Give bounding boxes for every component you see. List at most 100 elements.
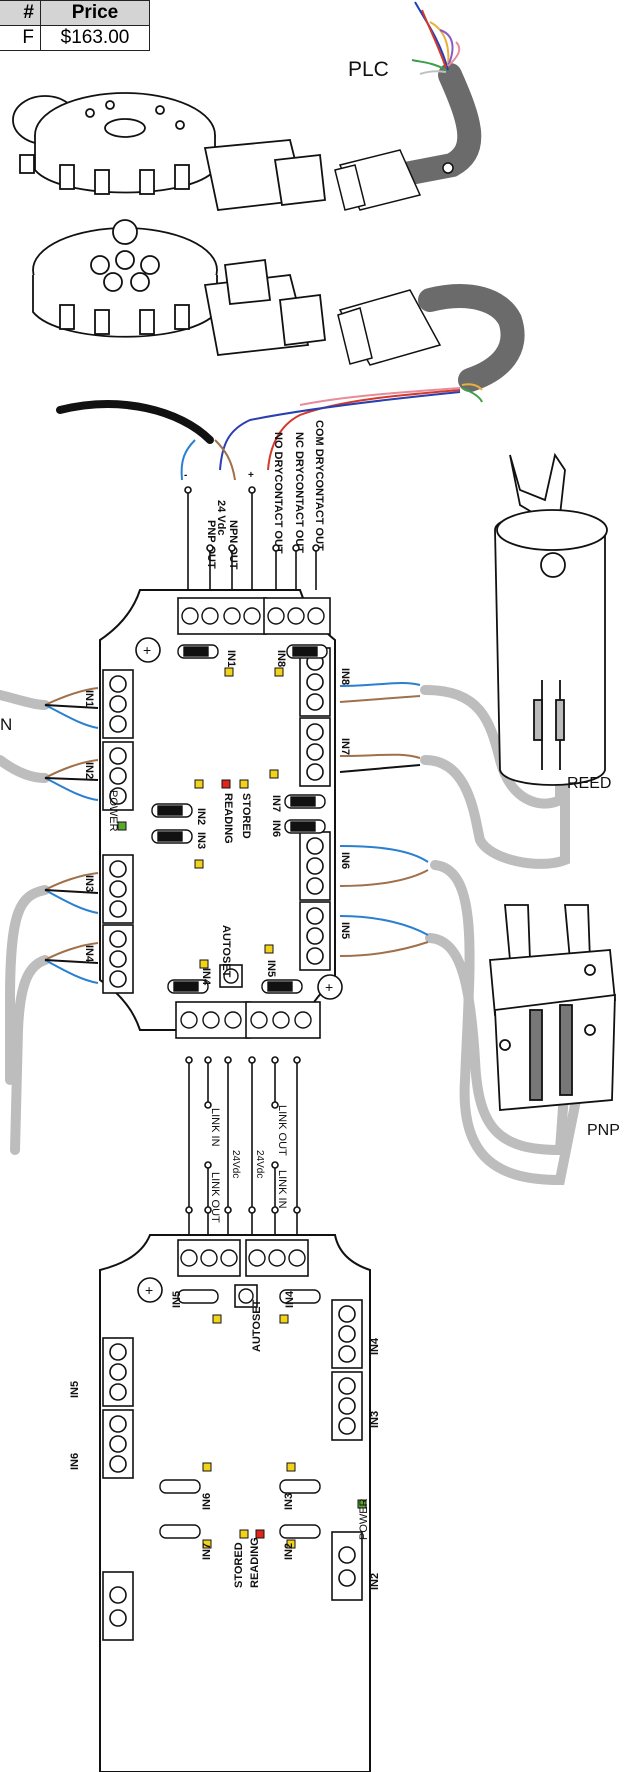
svg-text:IN4: IN4 <box>369 1337 381 1355</box>
reed-gripper <box>494 452 608 786</box>
svg-text:IN1: IN1 <box>83 690 95 707</box>
link-wires <box>185 1056 301 1235</box>
m2-in6-led <box>202 1462 212 1472</box>
svg-text:IN5: IN5 <box>339 922 351 939</box>
m1-stored-label: STORED <box>240 793 252 839</box>
m1-in3-led <box>194 859 204 869</box>
wire-plus-mark: + <box>248 470 254 481</box>
pnp-gripper <box>489 904 616 1111</box>
svg-text:IN2: IN2 <box>369 1573 381 1590</box>
svg-text:IN7: IN7 <box>201 1543 213 1560</box>
m1-autoset-label: AUTOSET <box>220 925 232 978</box>
m1-in1-label: IN1 <box>225 650 237 667</box>
pnp-label: PNP <box>587 1122 620 1139</box>
m1-power-led <box>117 821 127 831</box>
top-terminal-wires <box>184 486 320 590</box>
svg-text:READING: READING <box>249 1537 261 1588</box>
m1-in8-led <box>274 667 284 677</box>
svg-text:IN4: IN4 <box>83 945 95 963</box>
plc-connector-upper <box>334 149 454 211</box>
m1-in7-label: IN7 <box>270 795 282 812</box>
svg-text:IN7: IN7 <box>339 738 351 755</box>
svg-text:NC DRYCONTACT OUT: NC DRYCONTACT OUT <box>293 432 305 553</box>
m1-reading-label: READING <box>222 793 234 844</box>
svg-text:NO DRYCONTACT OUT: NO DRYCONTACT OUT <box>272 432 284 554</box>
link-out-label-lower: LINK OUT <box>209 1172 221 1223</box>
link-in-label-lower: LINK IN <box>276 1170 288 1209</box>
gripper-head-lower <box>32 219 326 356</box>
svg-text:POWER: POWER <box>358 1498 370 1540</box>
m2-autoset-knob[interactable] <box>238 1288 254 1304</box>
link-vdc-right: 24Vdc <box>254 1150 265 1178</box>
plc-wire-fan <box>411 1 461 75</box>
plc-label: PLC <box>348 58 389 81</box>
svg-text:AUTOSET: AUTOSET <box>251 1299 263 1352</box>
module-2: + IN5 IN4 AUTOSET IN6 IN7 STORED READING… <box>69 1234 381 1772</box>
m1-mount-hole-bottom <box>317 974 343 1000</box>
table-header-hash: # <box>0 0 41 26</box>
m1-autoset-knob[interactable] <box>223 968 239 984</box>
svg-text:COM DRYCONTACT OUT: COM DRYCONTACT OUT <box>313 420 325 551</box>
price-table: # Price F $163.00 <box>0 0 150 51</box>
m1-in2-label: IN2 <box>195 808 207 825</box>
module-1: + + IN1 IN8 IN2 IN3 REA <box>83 589 351 1039</box>
left-sensor-wires <box>44 687 99 984</box>
svg-text:+: + <box>325 979 333 995</box>
m1-in5-label: IN5 <box>265 960 277 977</box>
wire-minus-mark: - <box>184 470 187 481</box>
svg-text:24 Vdc: 24 Vdc <box>215 500 227 535</box>
link-out-label: LINK OUT <box>276 1105 288 1156</box>
table-cell-price: $163.00 <box>40 25 150 51</box>
m2-in3-led <box>286 1462 296 1472</box>
m2-reading-led <box>255 1529 265 1539</box>
m2-stored-led <box>239 1529 249 1539</box>
svg-text:IN6: IN6 <box>339 852 351 869</box>
m1-stored-led <box>239 779 249 789</box>
m1-in4-label: IN4 <box>200 968 212 986</box>
m1-in7-led <box>269 769 279 779</box>
svg-text:IN4: IN4 <box>284 1290 296 1308</box>
svg-text:IN3: IN3 <box>369 1411 381 1428</box>
m2-in2-led <box>286 1539 296 1549</box>
m1-reading-led <box>221 779 231 789</box>
m1-in3-label: IN3 <box>195 832 207 849</box>
cable-labels: 24 Vdc PNP OUT NPN OUT NO DRYCONTACT OUT… <box>205 420 325 570</box>
m1-power-label: POWER <box>107 790 119 832</box>
m2-in7-led <box>202 1539 212 1549</box>
svg-text:+: + <box>143 642 151 658</box>
m1-in2-led <box>194 779 204 789</box>
m1-in5-led <box>264 944 274 954</box>
m2-in4-led <box>279 1314 289 1324</box>
svg-text:+: + <box>145 1282 153 1298</box>
left-sensor-cables <box>0 690 50 1155</box>
link-vdc-left: 24Vdc <box>230 1150 241 1178</box>
svg-text:IN5: IN5 <box>69 1381 81 1398</box>
svg-text:IN3: IN3 <box>283 1493 295 1510</box>
table-cell-id: F <box>0 25 41 51</box>
power-cable <box>56 400 214 444</box>
svg-text:IN2: IN2 <box>83 762 95 779</box>
m1-in4-led <box>199 959 209 969</box>
svg-text:IN6: IN6 <box>201 1493 213 1510</box>
svg-text:IN6: IN6 <box>69 1453 81 1470</box>
right-sensor-wires <box>339 682 429 957</box>
lower-plc-cable <box>418 284 525 392</box>
m1-in8-label: IN8 <box>275 650 287 667</box>
m2-power-led <box>357 1499 367 1509</box>
reed-label: REED <box>567 775 611 792</box>
svg-text:IN2: IN2 <box>283 1543 295 1560</box>
m2-in5-led <box>212 1314 222 1324</box>
svg-text:STORED: STORED <box>233 1542 245 1588</box>
gripper-head-upper <box>12 92 326 211</box>
m1-mount-hole-top <box>135 637 161 663</box>
upper-signal-wires <box>180 383 483 481</box>
link-in-label: LINK IN <box>209 1108 221 1147</box>
svg-text:IN3: IN3 <box>83 875 95 892</box>
m1-in1-led <box>224 667 234 677</box>
m1-in6-label: IN6 <box>270 820 282 837</box>
svg-text:IN5: IN5 <box>171 1291 183 1308</box>
plc-cable <box>388 63 482 187</box>
left-sensor-label: N <box>0 715 12 734</box>
svg-text:IN8: IN8 <box>339 668 351 685</box>
